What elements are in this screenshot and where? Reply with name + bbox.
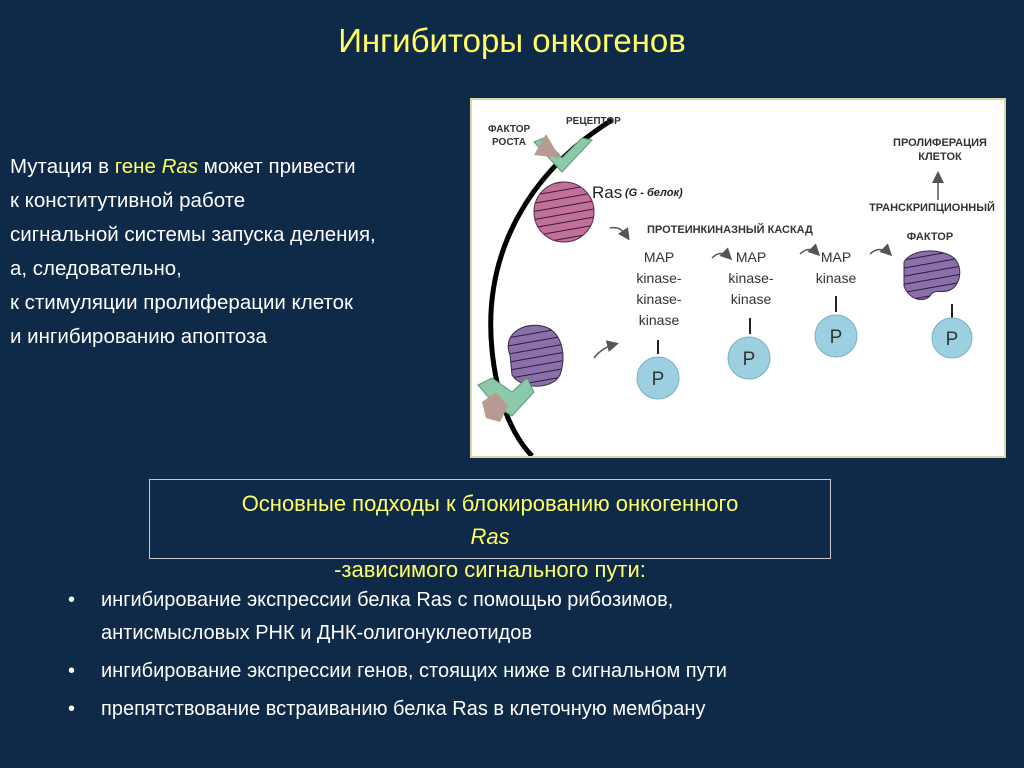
- approaches-line-1: Основные подходы к блокированию онкогенн…: [241, 491, 739, 516]
- arrow-mapk-to-tf: [869, 243, 893, 257]
- proliferation-label-1: ПРОЛИФЕРАЦИЯ: [893, 137, 987, 149]
- growth-factor-top-shape: [534, 134, 560, 158]
- intro-line-5: к стимуляции пролиферации клеток: [10, 291, 353, 314]
- bullet-dot: •: [68, 660, 76, 682]
- intro-line-4: а, следовательно,: [10, 257, 182, 280]
- mapkkk-label-4: kinase: [639, 312, 680, 328]
- signaling-diagram-svg: ФАКТОР РОСТА РЕЦЕПТОР Ras (G - белок) ПР…: [477, 116, 995, 456]
- arrow-membrane-to-cascade: [593, 340, 619, 359]
- bullet-dot: •: [68, 698, 76, 720]
- mapkk-label-2: kinase-: [728, 270, 773, 286]
- mapkk-phosphate-label: P: [743, 349, 756, 370]
- intro-gene-word: гене: [114, 155, 162, 178]
- tf-phosphate-label: P: [946, 329, 959, 350]
- intro-line-1: Мутация в гене Ras может привести: [10, 150, 480, 184]
- mapkkk-label-2: kinase-: [636, 270, 681, 286]
- transcription-factor-label-1: ТРАНСКРИПЦИОННЫЙ: [869, 201, 995, 214]
- mapkkk-label-3: kinase-: [636, 291, 681, 307]
- approaches-box: Основные подходы к блокированию онкогенн…: [149, 479, 831, 582]
- list-item: • ингибирование экспрессии белка Ras с п…: [68, 584, 998, 650]
- approaches-line-2: Ras -зависимого сигнального пути:: [150, 520, 830, 586]
- intro-line-1-d: может привести: [198, 155, 356, 178]
- membrane-protein-shape: [507, 324, 564, 387]
- mapkkk-phosphate-circle: [636, 356, 680, 400]
- bullet-3-line-1: препятствование встраиванию белка Ras в …: [101, 698, 706, 720]
- arrow-mapkk-to-mapk: [799, 243, 821, 257]
- mapkk-label-3: kinase: [731, 291, 772, 307]
- approaches-line-2-rest: -зависимого сигнального пути:: [334, 557, 646, 582]
- g-protein-label: (G - белок): [625, 187, 683, 199]
- bullet-2-line-1: ингибирование экспрессии генов, стоящих …: [101, 660, 727, 682]
- kinase-cascade-label: ПРОТЕИНКИНАЗНЫЙ КАСКАД: [647, 223, 813, 236]
- growth-factor-label-2: РОСТА: [492, 137, 526, 148]
- growth-factor-label-1: ФАКТОР: [488, 124, 530, 135]
- transcription-factor-shape: [903, 250, 961, 301]
- intro-line-6: и ингибированию апоптоза: [10, 325, 267, 348]
- intro-line-2: к конститутивной работе: [10, 189, 246, 212]
- approaches-ras-word: Ras: [470, 524, 510, 549]
- mapk-label-2: kinase: [816, 270, 857, 286]
- list-item: • ингибирование экспрессии генов, стоящи…: [68, 655, 998, 688]
- intro-text: Мутация в гене Ras может привести к конс…: [10, 150, 480, 354]
- intro-ras-word: Ras: [161, 155, 199, 178]
- receptor-label: РЕЦЕПТОР: [566, 116, 621, 127]
- approaches-list: • ингибирование экспрессии белка Ras с п…: [68, 584, 998, 731]
- mapkk-phosphate-circle: [727, 336, 771, 380]
- arrow-mapkkk-to-mapkk: [711, 247, 733, 261]
- mapk-phosphate-circle: [814, 314, 858, 358]
- bullet-1-line-1: ингибирование экспрессии белка Ras с пом…: [101, 589, 674, 611]
- mapkkk-phosphate-label: P: [652, 369, 665, 390]
- intro-line-1-a: Мутация в: [10, 155, 115, 178]
- mapk-label-1: MAP: [821, 249, 851, 265]
- growth-factor-bottom-shape: [482, 392, 508, 422]
- bullet-1-line-2: антисмысловых РНК и ДНК-олигонуклеотидов: [101, 622, 532, 644]
- ras-label: Ras: [592, 183, 622, 202]
- signaling-diagram: ФАКТОР РОСТА РЕЦЕПТОР Ras (G - белок) ПР…: [470, 98, 1006, 458]
- bullet-dot: •: [68, 589, 76, 611]
- tf-phosphate-circle: [931, 317, 973, 359]
- mapk-phosphate-label: P: [830, 327, 843, 348]
- transcription-factor-label-2: ФАКТОР: [907, 231, 953, 243]
- intro-line-3: сигнальной системы запуска деления,: [10, 223, 376, 246]
- arrow-ras-to-cascade: [609, 226, 630, 241]
- slide-title: Ингибиторы онкогенов: [338, 22, 686, 59]
- proliferation-label-2: КЛЕТОК: [918, 151, 962, 163]
- mapkk-label-1: MAP: [736, 249, 766, 265]
- mapkkk-label-1: MAP: [644, 249, 674, 265]
- list-item: • препятствование встраиванию белка Ras …: [68, 693, 998, 726]
- ras-protein-shape: [533, 181, 595, 243]
